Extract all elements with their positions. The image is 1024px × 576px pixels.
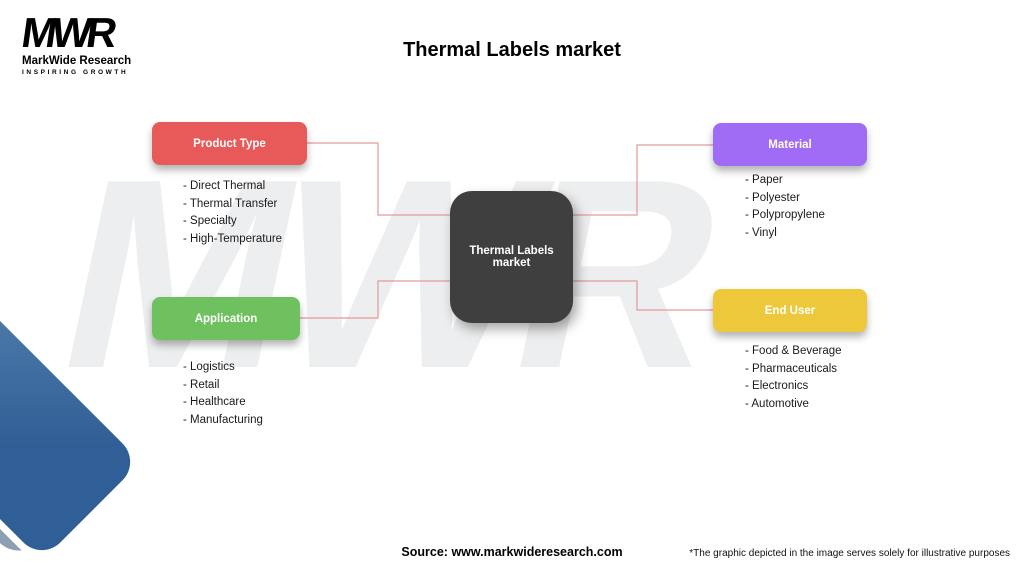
list-item: - Healthcare <box>183 396 246 408</box>
node-application-items: - Logistics - Retail - Healthcare - Manu… <box>183 359 263 429</box>
list-item: - Vinyl <box>745 226 777 239</box>
list-item: - High-Temperature <box>183 232 283 245</box>
list-item: - Automotive <box>745 397 809 410</box>
disclaimer-text: *The graphic depicted in the image serve… <box>689 548 1010 559</box>
source-url: www.markwideresearch.com <box>451 545 623 559</box>
list-item: - Polypropylene <box>745 209 825 221</box>
node-material-items: - Paper - Polyester - Polypropylene - Vi… <box>745 172 825 242</box>
node-application-header: Application <box>152 297 300 340</box>
list-item: - Logistics <box>183 361 235 373</box>
list-item: - Manufacturing <box>183 413 263 426</box>
source-label: Source: <box>401 545 448 559</box>
markwide-research-logo: MWR MarkWide Research Inspiring Growth <box>19 9 132 76</box>
node-end-user-items: - Food & Beverage - Pharmaceuticals - El… <box>745 343 842 413</box>
connector-application <box>300 280 452 319</box>
node-end-user-header: End User <box>713 289 867 332</box>
list-item: - Specialty <box>183 215 237 227</box>
node-material-header: Material <box>713 123 867 166</box>
center-node: Thermal Labels market <box>450 191 573 323</box>
list-item: - Food & Beverage <box>745 345 842 357</box>
logo-name: MarkWide Research <box>22 55 132 67</box>
list-item: - Direct Thermal <box>183 180 266 192</box>
connector-end-user <box>571 280 713 311</box>
page-title: Thermal Labels market <box>403 39 621 62</box>
connector-material <box>571 144 713 216</box>
connector-product-type <box>307 142 452 216</box>
list-item: - Pharmaceuticals <box>745 362 838 375</box>
list-item: - Retail <box>183 378 220 391</box>
list-item: - Thermal Transfer <box>183 197 278 210</box>
list-item: - Polyester <box>745 191 800 204</box>
list-item: - Paper <box>745 174 783 186</box>
logo-tagline: Inspiring Growth <box>22 68 129 76</box>
list-item: - Electronics <box>745 380 809 392</box>
source-line: Source: www.markwideresearch.com <box>0 545 1024 559</box>
node-product-type-items: - Direct Thermal - Thermal Transfer - Sp… <box>183 178 282 248</box>
node-product-type-header: Product Type <box>152 122 307 165</box>
